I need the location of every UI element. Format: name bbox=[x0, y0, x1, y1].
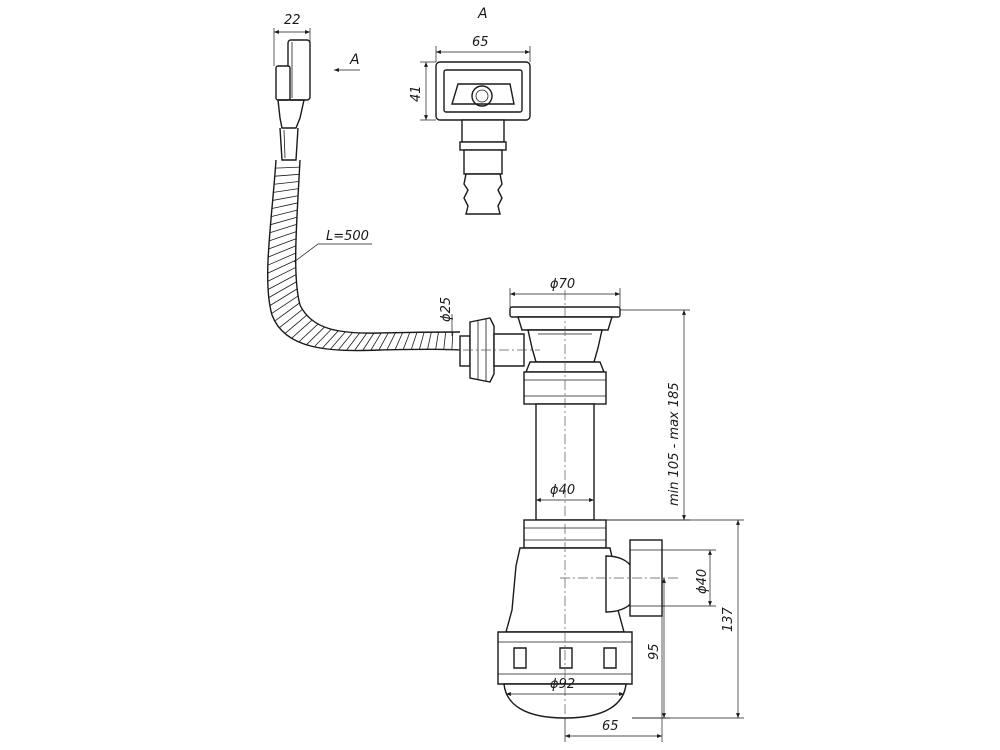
hose-rib bbox=[267, 267, 296, 282]
hose-rib bbox=[435, 331, 439, 350]
view-a-title: A bbox=[477, 6, 488, 22]
hose-rib bbox=[370, 332, 382, 351]
hose-rib bbox=[268, 245, 296, 258]
trap-height-label: 95 bbox=[647, 643, 662, 660]
hose-rib bbox=[346, 332, 360, 351]
hose-rib bbox=[267, 252, 296, 266]
hose-rib bbox=[267, 274, 297, 290]
hose-rib bbox=[278, 309, 303, 329]
hose-length-label: L=500 bbox=[326, 229, 369, 244]
hose-rib bbox=[274, 173, 300, 177]
hose-rib bbox=[274, 181, 299, 185]
hose-rib bbox=[270, 216, 298, 226]
hose-rib bbox=[451, 331, 454, 350]
hose-rib bbox=[394, 332, 404, 350]
hose-rib bbox=[272, 195, 299, 201]
hose-rib bbox=[269, 224, 297, 234]
hose-rib bbox=[268, 281, 297, 298]
hose-rib bbox=[313, 328, 332, 348]
hose-rib bbox=[306, 326, 325, 346]
pipe-diameter-label: ϕ40 bbox=[550, 483, 575, 498]
hose-rib bbox=[321, 330, 339, 349]
hose-rib bbox=[329, 331, 346, 350]
hose-rib bbox=[378, 332, 389, 351]
hose-rib bbox=[268, 238, 297, 250]
hose-rib bbox=[298, 323, 319, 343]
strainer-diameter-label: ϕ70 bbox=[550, 277, 575, 292]
hose-diameter-label: ϕ25 bbox=[439, 297, 454, 322]
height-range-label: min 105 - max 185 bbox=[667, 382, 682, 506]
view-a-arrow-label: A bbox=[349, 52, 360, 68]
overflow-width-label: 22 bbox=[284, 13, 301, 28]
total-height-label: 137 bbox=[721, 606, 736, 632]
hose-rib bbox=[291, 319, 313, 339]
outlet-diameter-label: ϕ40 bbox=[695, 569, 710, 594]
corrugated-hose bbox=[266, 159, 461, 352]
outlet-offset-label: 65 bbox=[602, 719, 619, 734]
view-height-label: 41 bbox=[409, 85, 424, 102]
hose-rib bbox=[354, 332, 368, 351]
hose-rib bbox=[274, 302, 300, 322]
hose-rib bbox=[443, 331, 447, 350]
hose-rib bbox=[271, 202, 298, 209]
hose-rib bbox=[267, 259, 296, 274]
hose-rib bbox=[273, 188, 299, 193]
hose-rib bbox=[419, 332, 425, 350]
hose-rib bbox=[362, 332, 375, 351]
hose-rib bbox=[269, 231, 297, 242]
hose-rib bbox=[337, 332, 353, 351]
hose-rib bbox=[284, 314, 308, 334]
hose-rib bbox=[402, 332, 411, 350]
hose-rib bbox=[271, 295, 299, 314]
hose-rib bbox=[271, 209, 298, 217]
hose-rib bbox=[275, 166, 300, 169]
hose-rib bbox=[427, 332, 432, 350]
hose-length-leader bbox=[293, 243, 372, 263]
hose-rib bbox=[269, 288, 298, 306]
view-a-overflow-face bbox=[435, 61, 531, 215]
hose-rib bbox=[410, 332, 418, 350]
view-width-label: 65 bbox=[472, 35, 489, 50]
hose-rib bbox=[386, 332, 396, 351]
overflow-head bbox=[275, 39, 311, 161]
bottle-diameter-label: ϕ92 bbox=[550, 677, 575, 692]
